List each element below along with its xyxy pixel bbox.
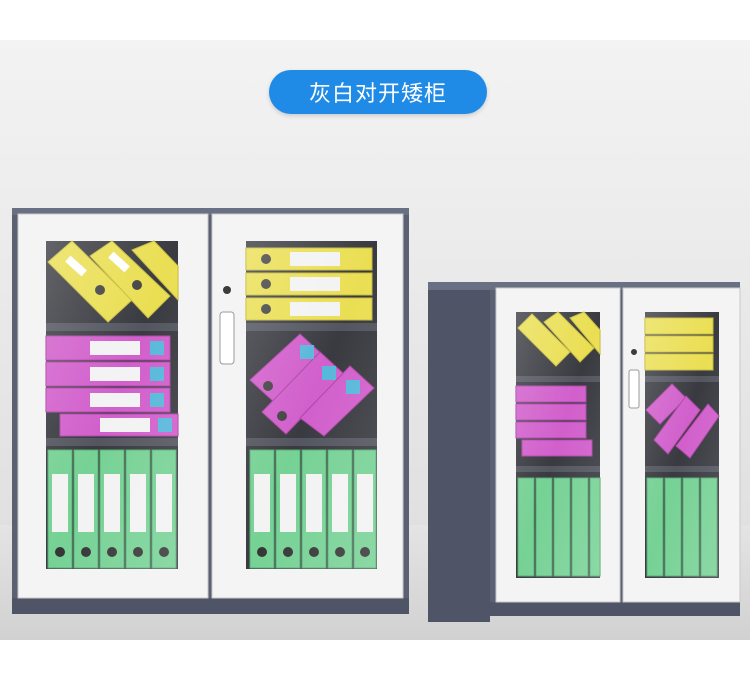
glass-pane [246,241,377,569]
cabinet-top [428,282,740,290]
handle-icon[interactable] [628,369,640,409]
right-window [245,241,377,569]
cabinet-base [490,602,740,616]
handle-icon[interactable] [219,311,235,365]
cabinet-top [12,208,409,215]
lock-icon[interactable] [223,286,231,294]
small-cabinet [428,282,741,622]
cabinet-side [428,284,490,622]
product-title-badge: 灰白对开矮柜 [269,70,487,114]
left-window [515,311,601,578]
cabinet-base [12,598,409,614]
right-window [644,312,720,578]
left-window [45,240,179,569]
lock-icon[interactable] [631,349,637,355]
large-cabinet [12,208,409,614]
product-title: 灰白对开矮柜 [308,82,447,107]
glass-pane [46,241,178,569]
